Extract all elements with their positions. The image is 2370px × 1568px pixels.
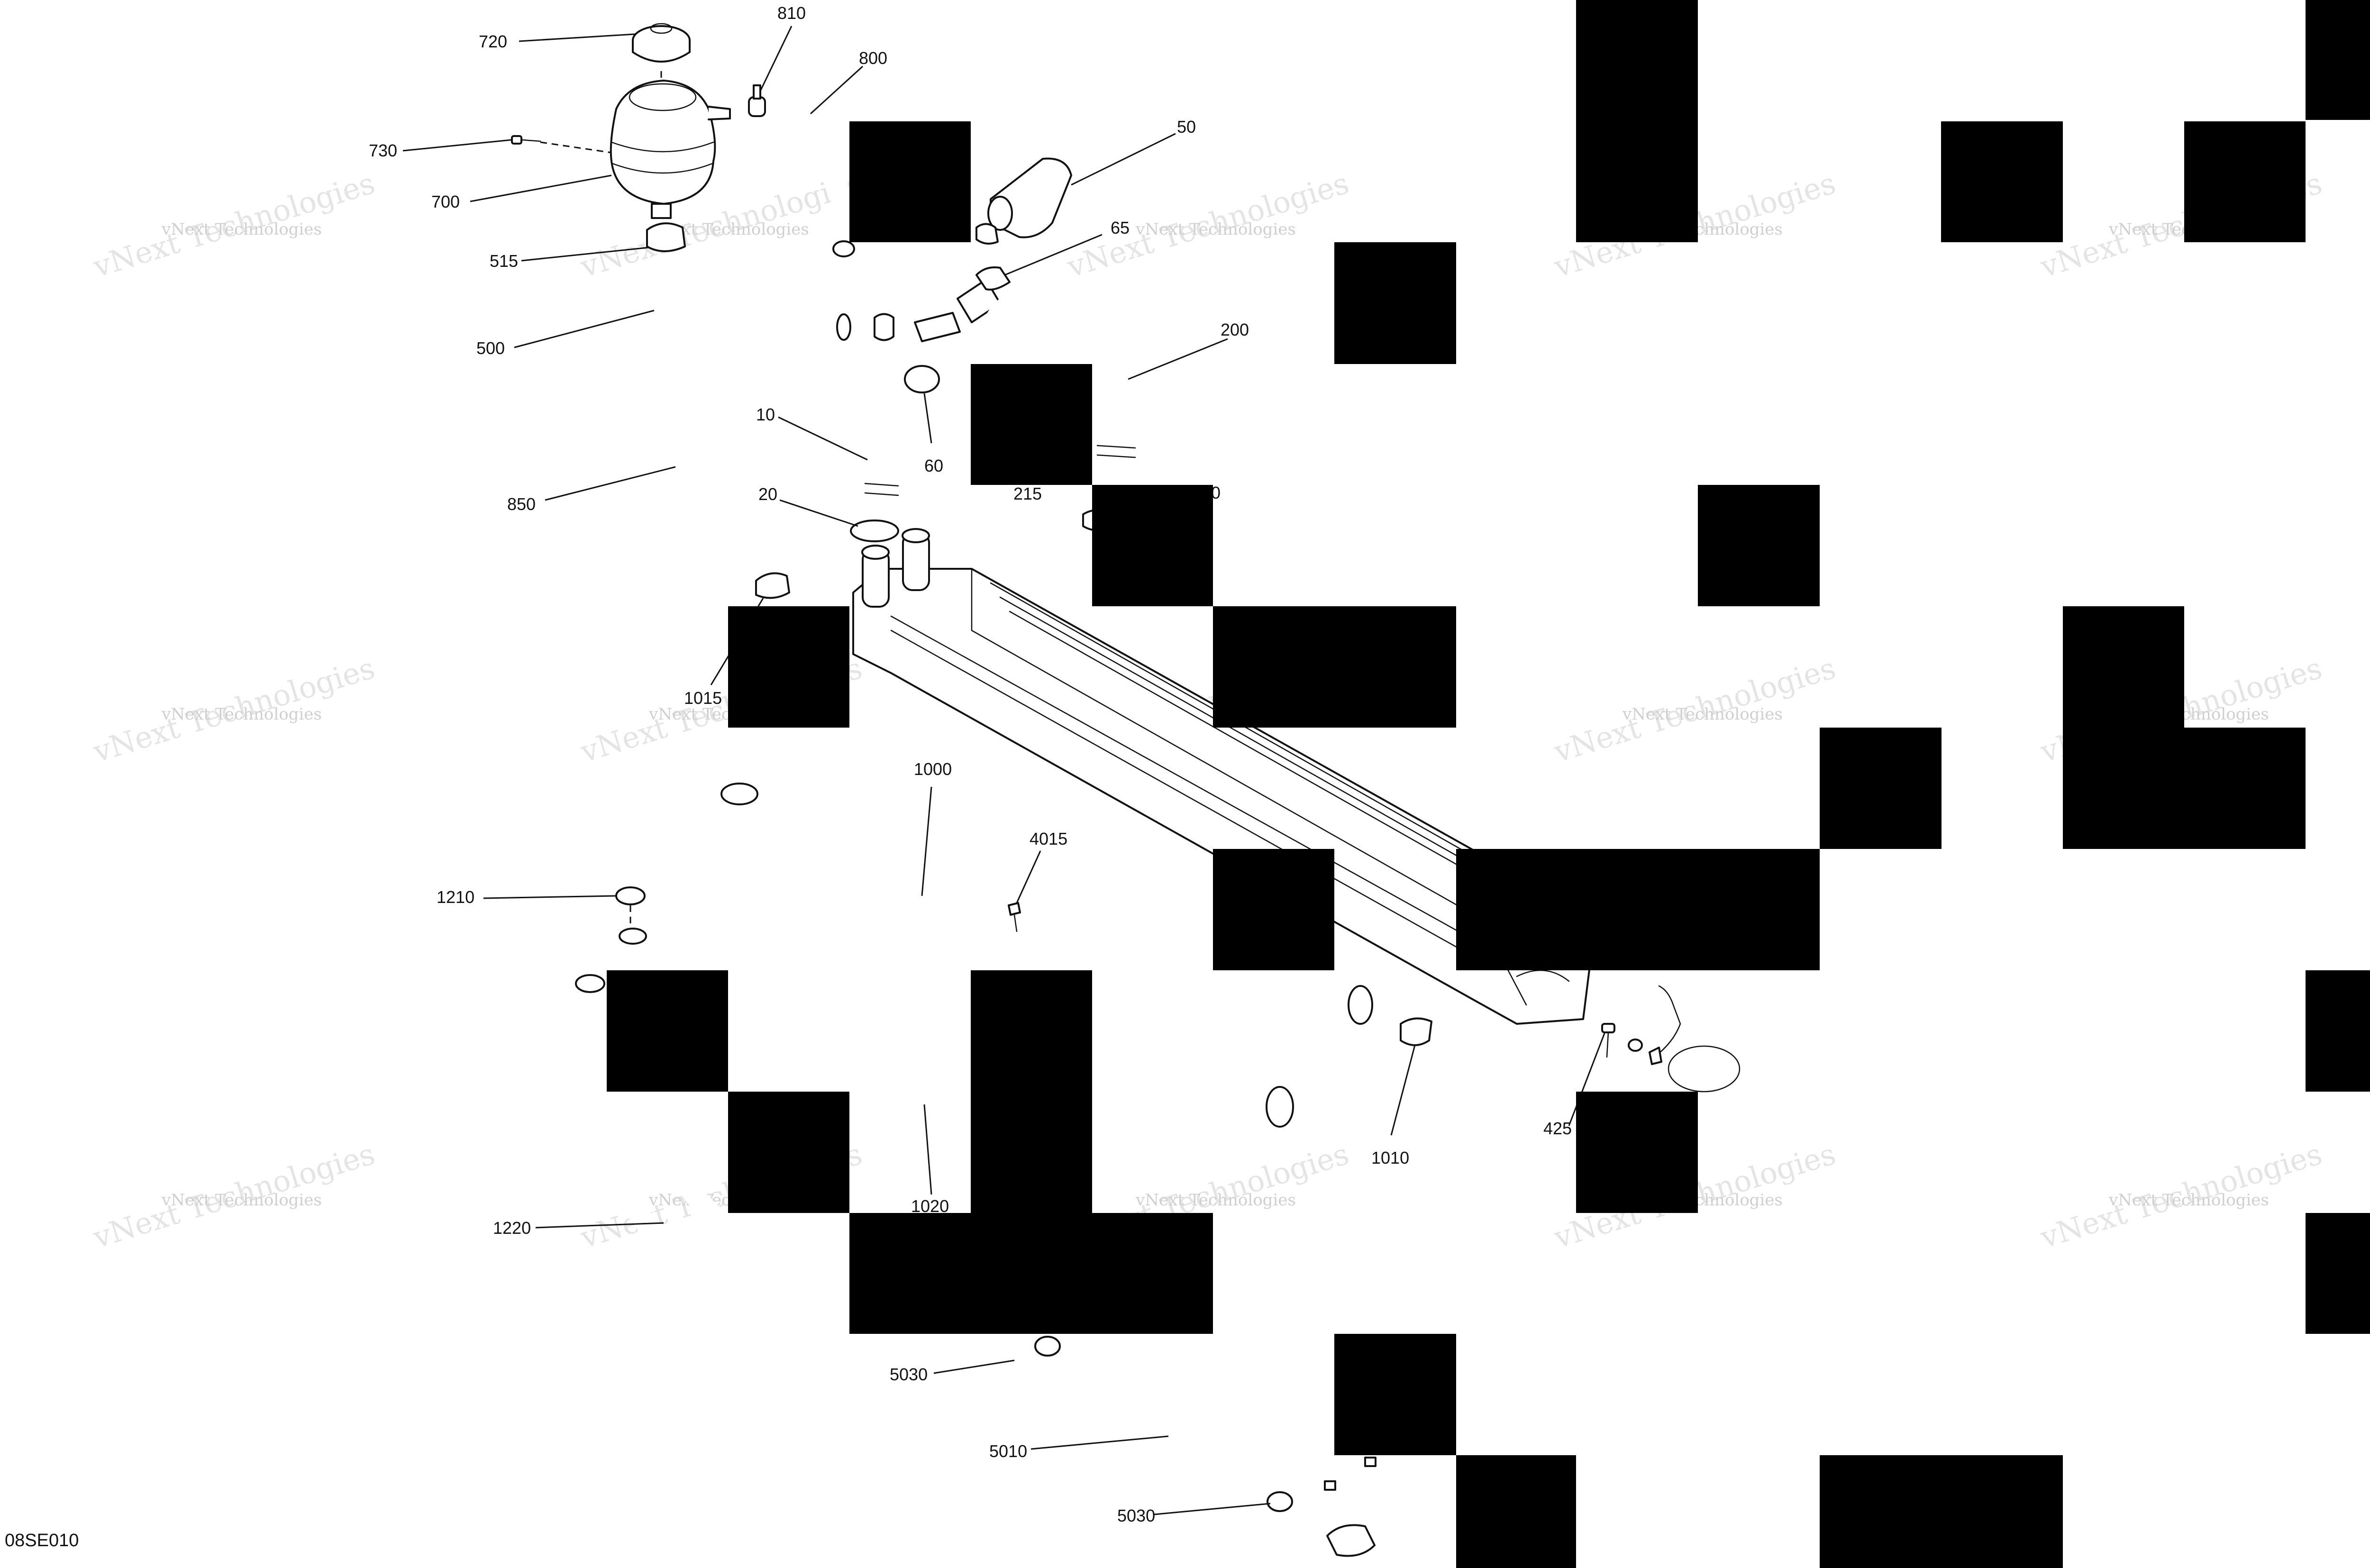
callout-700: 700: [431, 192, 460, 211]
callout-1020: 1020: [911, 1196, 949, 1216]
tube-5010: [1077, 1352, 1260, 1483]
svg-text:vNext Technologies: vNext Technologies: [2108, 1191, 2269, 1210]
callout-1220: 1220: [493, 1218, 531, 1238]
callout-1010: 1010: [1371, 1148, 1409, 1167]
redaction-block: [2184, 121, 2306, 242]
redaction-block: [2306, 970, 2370, 1092]
svg-text:vNext Technologies: vNext Technologies: [1622, 705, 1783, 724]
coolant-reservoir: [610, 80, 731, 219]
callout-5030-upper: 5030: [890, 1365, 928, 1384]
redaction-block: [1576, 0, 1698, 242]
callout-720: 720: [479, 32, 507, 51]
redaction-block: [2306, 0, 2370, 120]
clamp-810: [748, 84, 766, 117]
hose-200: [979, 287, 1138, 472]
redaction-block: [2063, 606, 2184, 849]
callout-730: 730: [369, 141, 397, 160]
callout-labels: 720 810 800 730 700 50 515 65 500 200 10…: [369, 3, 1572, 1525]
redaction-block: [849, 1213, 971, 1334]
callout-5010: 5010: [989, 1441, 1027, 1461]
clamp-5030-lower: [1267, 1491, 1293, 1512]
hose-850: [670, 267, 716, 659]
hose-10: [864, 390, 939, 518]
redaction-block: [1334, 1334, 1456, 1455]
redaction-block: [607, 970, 728, 1092]
callout-50: 50: [1177, 117, 1196, 137]
redaction-block: [1213, 606, 1456, 728]
callout-425: 425: [1543, 1119, 1572, 1138]
callout-65: 65: [1111, 218, 1130, 237]
svg-text:vNext Technologies: vNext Technologies: [161, 220, 322, 239]
redaction-block: [1820, 728, 1942, 849]
redaction-block: [728, 606, 849, 728]
callout-850: 850: [507, 494, 536, 514]
redaction-block: [728, 1092, 849, 1213]
redaction-block: [971, 364, 1092, 485]
redaction-block: [1698, 485, 1820, 606]
svg-text:vNext Technologies: vNext Technologies: [161, 1191, 322, 1210]
svg-text:vNext Technologies: vNext Technologies: [1135, 1191, 1296, 1210]
clamp-1210: [615, 886, 646, 905]
diagram-code: 08SE010: [5, 1531, 79, 1550]
redaction-block: [1092, 1213, 1213, 1334]
bracket-bottom: [1324, 1457, 1376, 1557]
callout-4015: 4015: [1030, 829, 1067, 848]
clamp-60: [904, 365, 940, 393]
callout-215: 215: [1013, 484, 1042, 503]
callout-5030-lower: 5030: [1117, 1506, 1155, 1525]
cable-loop: [1649, 985, 1741, 1093]
hose-500: [648, 255, 855, 341]
screw-425: [1601, 1023, 1643, 1058]
svg-text:vNext Technologies: vNext Technologies: [1135, 220, 1296, 239]
leader-lines: [402, 26, 1605, 1515]
redaction-block: [1820, 1455, 2063, 1568]
redaction-block: [1456, 849, 1820, 970]
callout-500: 500: [476, 338, 505, 358]
hose-1020: [720, 780, 1294, 1128]
callout-515: 515: [490, 251, 518, 271]
reservoir-cap: [632, 23, 691, 63]
callout-20: 20: [758, 484, 777, 504]
callout-partial-1: 0: [1211, 483, 1221, 502]
callout-1000: 1000: [914, 759, 952, 779]
hose-50: [975, 157, 1072, 245]
callout-800: 800: [859, 48, 887, 68]
clamp-1010: [1400, 1017, 1432, 1046]
svg-text:vNext Technologies: vNext Technologies: [161, 705, 322, 724]
callout-1015: 1015: [684, 688, 722, 708]
callout-1210: 1210: [437, 887, 474, 907]
redaction-block: [2184, 728, 2306, 849]
redaction-block: [1941, 121, 2063, 242]
callout-10: 10: [756, 405, 775, 424]
redaction-block: [1334, 242, 1456, 364]
clamp-1015: [755, 572, 790, 599]
redaction-block: [971, 970, 1092, 1334]
redaction-block: [1576, 1092, 1698, 1213]
hose-800: [779, 99, 855, 257]
callout-810: 810: [777, 3, 806, 23]
callout-60: 60: [924, 456, 943, 475]
clamp-20: [850, 520, 899, 542]
redaction-block: [849, 121, 971, 242]
redaction-layer: [607, 0, 2370, 1568]
redaction-block: [1456, 1455, 1576, 1568]
callout-200: 200: [1221, 320, 1249, 339]
redaction-block: [1213, 849, 1334, 970]
redaction-block: [1092, 485, 1213, 606]
fittings-65: [874, 266, 1011, 342]
screw-730: [511, 135, 541, 145]
clamp-515: [646, 222, 686, 252]
screw-4015: [1008, 902, 1021, 932]
redaction-block: [2306, 1213, 2370, 1334]
cooler-body: [852, 528, 1594, 1025]
